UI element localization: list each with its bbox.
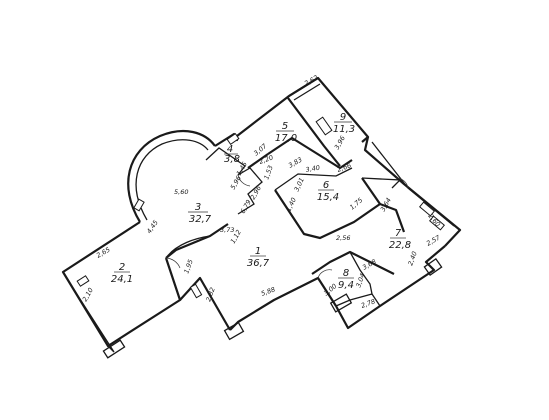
dimension-label: 3,83: [287, 156, 304, 170]
dimension-label: 2,40: [406, 250, 418, 266]
dimension-label: 2,20: [258, 153, 274, 165]
room-7-area: 22,8: [389, 240, 411, 251]
dimension-label: 2,57: [425, 233, 442, 248]
dimension-labels: 2,62 5,60 2,65 2,10 4,45 1,95 2,82 3,73 …: [81, 74, 442, 310]
room-7-number: 7: [395, 228, 402, 239]
dimension-label: 5,60: [174, 188, 188, 196]
room-4-area: 3,8: [224, 154, 240, 165]
dimension-label: 2,56: [336, 234, 350, 242]
dimension-label: 4,45: [145, 219, 160, 235]
room-6-area: 15,4: [317, 192, 339, 203]
room-9-area: 11,3: [333, 124, 355, 135]
room-3-number: 3: [195, 202, 201, 213]
dimension-label: 3,96: [333, 134, 347, 151]
room-1-area: 36,7: [247, 258, 270, 269]
room-8-area: 9,4: [338, 280, 354, 291]
dimension-label: 2,65: [95, 246, 112, 260]
room-9-number: 9: [340, 112, 346, 123]
room-2-number: 2: [119, 262, 125, 273]
outer-walls: [61, 76, 462, 359]
room-3-area: 32,7: [189, 214, 212, 225]
dimension-label: 2,10: [81, 286, 95, 303]
dimension-label: 1,95: [182, 258, 194, 274]
dimension-label: 3,64: [379, 196, 393, 213]
room-8-number: 8: [343, 268, 349, 279]
windows: [76, 132, 445, 299]
room-6-number: 6: [323, 180, 329, 191]
dimension-label: 1,40: [285, 196, 298, 213]
dimension-label: 3,40: [305, 164, 321, 174]
dimension-label: 3,04: [354, 272, 366, 288]
dimension-label: 2,78: [360, 297, 376, 309]
room-1-number: 1: [255, 246, 261, 257]
room-5-area: 17,0: [275, 133, 297, 144]
dimension-label: 5,88: [260, 285, 276, 297]
dimension-label: 1,75: [348, 196, 364, 211]
interior-walls: [165, 97, 409, 313]
dimension-label: 3,73: [220, 226, 234, 234]
room-5-number: 5: [282, 121, 288, 132]
dimension-label: 1,53: [262, 164, 274, 180]
room-4-number: 4: [227, 144, 233, 155]
room-labels: 1 36,7 2 24,1 3 32,7 4 3,8 5 17,0 6 15,4…: [111, 112, 411, 291]
room-2-area: 24,1: [111, 274, 133, 285]
dimension-label: 2,96: [249, 184, 263, 201]
dimension-label: 3,01: [293, 176, 306, 193]
